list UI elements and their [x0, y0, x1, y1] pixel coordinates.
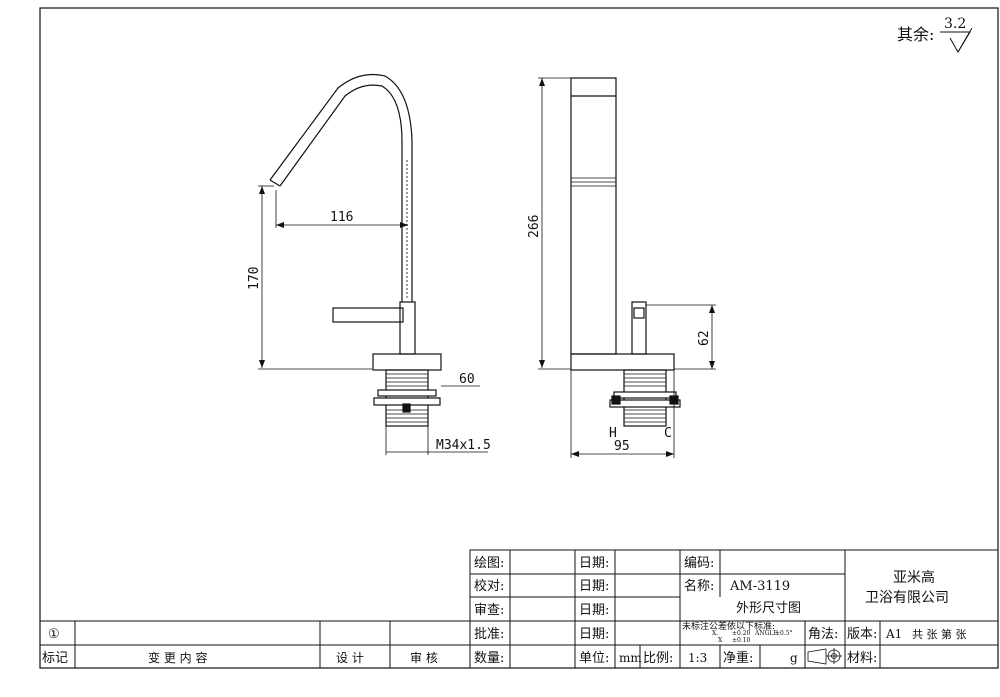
title-block-lines: [40, 549, 999, 669]
drawing-title: 外形尺寸图: [736, 601, 801, 616]
tol-xx-label: X: [718, 637, 723, 644]
version-value: A1: [885, 627, 902, 641]
date-label-4: 日期:: [579, 627, 609, 642]
code-label: 编码:: [684, 556, 714, 571]
front-body: [570, 77, 617, 355]
weight-label: 净重:: [723, 650, 753, 666]
drawing-frame: [39, 7, 999, 669]
weight-unit: g: [790, 651, 798, 665]
dim-base-height: 60: [459, 372, 475, 387]
date-label-1: 日期:: [579, 556, 609, 571]
dim-spout-reach: 116: [330, 210, 353, 225]
side-handle: [332, 307, 404, 323]
front-view: [538, 77, 716, 458]
dim-base-width: 95: [614, 439, 630, 454]
side-view-arrows: [259, 186, 408, 368]
revision-mark: ①: [48, 627, 60, 642]
surface-finish-label: 其余:: [897, 25, 934, 44]
front-view-arrows: [539, 78, 715, 457]
audit-label: 审 核: [410, 650, 438, 665]
tol-x-label: X.: [712, 630, 718, 637]
version-label: 版本:: [847, 627, 877, 642]
check-label: 校对:: [474, 578, 504, 594]
company-line-2: 卫浴有限公司: [865, 590, 949, 606]
sheets-text: 共 张 第 张: [912, 627, 967, 641]
front-base: [570, 353, 675, 371]
unit-label: 单位:: [579, 651, 609, 666]
tol-angle-label: ANGLE: [754, 630, 778, 637]
scale-value: 1:3: [688, 651, 707, 665]
scale-label: 比例:: [643, 651, 673, 666]
side-view: [258, 73, 488, 455]
review-label: 审查:: [474, 603, 504, 618]
dim-total-height: 266: [527, 215, 542, 238]
cold-label: C: [664, 426, 672, 441]
dim-thread: M34x1.5: [436, 438, 491, 453]
name-label: 名称:: [684, 578, 714, 594]
date-label-3: 日期:: [579, 603, 609, 618]
tolerance-note: 未标注公差依以下标准:: [682, 620, 775, 632]
date-label-2: 日期:: [579, 579, 609, 594]
draw-label: 绘图:: [474, 556, 504, 571]
design-label: 设 计: [336, 651, 364, 665]
surface-finish-value: 3.2: [944, 16, 966, 32]
surface-finish-symbol: 其余: 3.2: [897, 16, 973, 53]
change-label: 变 更 内 容: [148, 650, 207, 665]
projection-symbol: [807, 648, 842, 665]
tol-xx: ±0.10: [732, 637, 751, 644]
qty-label: 数量:: [474, 651, 504, 666]
angle-label: 角法:: [808, 627, 838, 642]
side-base: [372, 353, 442, 371]
material-label: 材料:: [847, 651, 877, 666]
tol-x: ±0.20: [732, 630, 751, 637]
company-line-1: 亚米高: [893, 569, 935, 586]
model-number: AM-3119: [729, 579, 790, 594]
mark-label: 标记: [42, 651, 68, 666]
unit-value: mm: [619, 651, 642, 665]
spout-outer: [269, 73, 413, 302]
approve-label: 批准:: [474, 627, 504, 642]
hot-label: H: [609, 426, 617, 441]
tol-angle: ±0.5°: [775, 630, 793, 637]
spout-inner: [279, 84, 403, 302]
dim-handle-height: 62: [697, 330, 712, 346]
dim-spout-height: 170: [247, 267, 262, 290]
